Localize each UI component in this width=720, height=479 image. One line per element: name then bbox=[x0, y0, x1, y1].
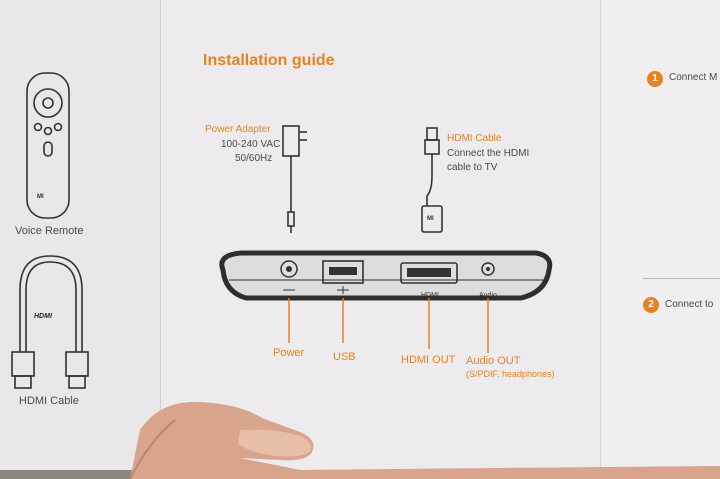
callout-lines bbox=[288, 298, 489, 353]
step-2-badge: 2 bbox=[643, 297, 659, 313]
hdmi-plug-logo: MI bbox=[427, 216, 434, 222]
hdmi-cable-label: HDMI Cable bbox=[19, 395, 79, 407]
step-1-badge: 1 bbox=[647, 71, 663, 87]
hdmi-port-label: HDMI bbox=[421, 292, 439, 299]
step-2-text: Connect to bbox=[665, 299, 714, 310]
power-adapter-frequency: 50/60Hz bbox=[235, 153, 273, 164]
usb-callout: USB bbox=[333, 351, 356, 363]
device-illustration bbox=[219, 125, 553, 353]
main-panel: Installation guide Power Adapter 100-240… bbox=[160, 0, 601, 470]
power-adapter-icon bbox=[282, 125, 307, 233]
hdmi-cable-callout-label: HDMI Cable bbox=[447, 133, 502, 144]
power-adapter-label: Power Adapter bbox=[205, 124, 271, 135]
voice-remote-label: Voice Remote bbox=[15, 225, 84, 237]
left-panel: MI Voice Remote HDMI HDMI Cable bbox=[0, 0, 160, 470]
step-divider bbox=[643, 278, 720, 279]
power-callout: Power bbox=[273, 347, 305, 359]
hdmi-out-callout: HDMI OUT bbox=[401, 354, 456, 366]
left-illustrations bbox=[11, 72, 89, 389]
hdmi-cable-instruction-line2: cable to TV bbox=[447, 162, 498, 173]
voice-remote-icon bbox=[26, 72, 70, 219]
remote-logo: MI bbox=[37, 194, 44, 200]
hdmi-plug-icon bbox=[421, 127, 443, 233]
cable-logo: HDMI bbox=[34, 313, 52, 320]
audio-out-subcallout: (S/PDIF, headphones) bbox=[466, 369, 555, 379]
right-panel: 1 Connect M 2 Connect to bbox=[600, 0, 720, 470]
hdmi-cable-instruction-line1: Connect the HDMI bbox=[447, 148, 530, 159]
hdmi-cable-icon bbox=[11, 255, 89, 389]
audio-out-callout: Audio OUT bbox=[466, 355, 521, 367]
step-1-text: Connect M bbox=[669, 72, 718, 83]
power-adapter-voltage: 100-240 VAC bbox=[221, 139, 281, 150]
tv-box-icon bbox=[219, 250, 553, 301]
page-title: Installation guide bbox=[203, 52, 335, 69]
audio-port-label: Audio bbox=[479, 292, 497, 299]
